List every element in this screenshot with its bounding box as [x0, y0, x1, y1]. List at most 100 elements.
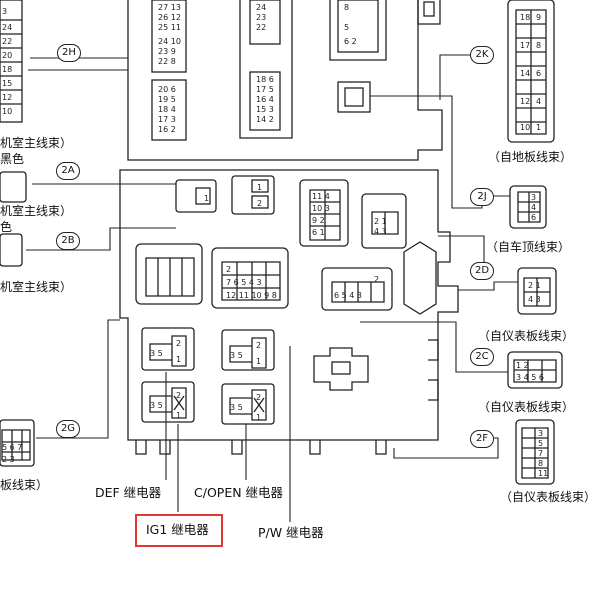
svg-text:6 1: 6 1: [312, 228, 325, 237]
svg-text:1: 1: [256, 357, 261, 366]
svg-text:4 3: 4 3: [374, 227, 387, 236]
svg-text:24: 24: [256, 3, 266, 12]
svg-text:1 2: 1 2: [516, 361, 529, 370]
svg-text:1: 1: [256, 413, 261, 422]
svg-text:9 2: 9 2: [312, 216, 325, 225]
svg-text:1: 1: [204, 194, 209, 203]
relay-label-ig1: IG1 继电器: [146, 522, 209, 537]
connector-large-center: [211, 247, 289, 309]
svg-text:2: 2: [226, 265, 231, 274]
svg-text:17 3: 17 3: [158, 115, 176, 124]
svg-text:10: 10: [2, 107, 12, 116]
left-connector-2H: [0, 0, 23, 123]
svg-text:16 4: 16 4: [256, 95, 274, 104]
harness-label-left-1-color: 黑色: [0, 152, 25, 166]
svg-text:1: 1: [176, 355, 181, 364]
svg-text:4: 4: [536, 97, 541, 106]
right-connector-2D: [517, 267, 557, 315]
relay-label-copen: C/OPEN 继电器: [194, 485, 284, 500]
connector-code-2H: 2H: [57, 44, 81, 62]
relay-label-pw: P/W 继电器: [258, 525, 324, 540]
svg-text:1: 1: [257, 183, 262, 192]
svg-text:11 4: 11 4: [312, 192, 330, 201]
svg-text:20 6: 20 6: [158, 85, 176, 94]
connector-square-right: [361, 193, 407, 249]
svg-text:2: 2: [256, 341, 261, 350]
svg-text:15: 15: [2, 79, 12, 88]
harness-label-2D: （自仪表板线束）: [478, 329, 575, 343]
harness-label-left-2-color: 色: [0, 220, 13, 234]
connector-code-2G: 2G: [56, 420, 80, 438]
svg-text:26 12: 26 12: [158, 13, 181, 22]
connector-large-left: [135, 243, 203, 305]
svg-text:15 3: 15 3: [256, 105, 274, 114]
relay-socket-def: [141, 327, 195, 371]
svg-text:14: 14: [520, 69, 530, 78]
relay-socket-pw: [221, 383, 275, 425]
relay-socket-ig1: [141, 381, 195, 423]
svg-text:18 6: 18 6: [256, 75, 274, 84]
svg-text:2: 2: [176, 391, 181, 400]
svg-text:10 3: 10 3: [312, 204, 330, 213]
svg-text:18: 18: [2, 65, 12, 74]
svg-text:1: 1: [176, 411, 181, 420]
connector-wide-right: [321, 267, 393, 311]
ig1-highlight-box: [135, 514, 223, 547]
connector-1pin: [175, 179, 217, 213]
harness-label-2K: （自地板线束）: [488, 150, 573, 164]
upper-block-outline: [127, 0, 443, 161]
svg-text:14 2: 14 2: [256, 115, 274, 124]
svg-text:11: 11: [538, 469, 548, 478]
svg-text:12: 12: [2, 93, 12, 102]
lower-block-outline: [119, 169, 459, 441]
svg-text:8: 8: [344, 3, 349, 12]
upper-connector-center: [249, 0, 281, 45]
svg-text:5: 5: [538, 439, 543, 448]
svg-text:17: 17: [520, 41, 530, 50]
svg-text:18: 18: [520, 13, 530, 22]
cross-part: [313, 347, 369, 391]
upper-connector-right: [337, 0, 379, 53]
svg-text:3: 3: [531, 193, 536, 202]
svg-text:22 8: 22 8: [158, 57, 176, 66]
svg-text:4: 4: [531, 203, 536, 212]
svg-text:12: 12: [520, 97, 530, 106]
svg-text:16 2: 16 2: [158, 125, 176, 134]
svg-text:2: 2: [374, 275, 379, 284]
svg-text:2 1: 2 1: [528, 281, 541, 290]
svg-text:2: 2: [176, 339, 181, 348]
svg-text:8: 8: [536, 41, 541, 50]
svg-text:17 5: 17 5: [256, 85, 274, 94]
svg-text:3 5: 3 5: [230, 351, 243, 360]
svg-text:1: 1: [536, 123, 541, 132]
connector-tall-right: [299, 179, 349, 247]
right-connector-2J: [509, 185, 547, 229]
upper-connector-center-2: [249, 71, 281, 131]
svg-text:24: 24: [2, 23, 12, 32]
svg-text:7 6 5 4 3: 7 6 5 4 3: [226, 278, 262, 287]
svg-text:8: 8: [538, 459, 543, 468]
left-connector-2A: [0, 171, 27, 203]
connector-2pin: [231, 175, 275, 215]
svg-text:25 11: 25 11: [158, 23, 181, 32]
upper-connector-left-2: [151, 79, 187, 141]
svg-text:2 3: 2 3: [2, 455, 15, 464]
svg-text:2: 2: [257, 199, 262, 208]
relay-socket-copen: [221, 329, 275, 371]
svg-text:3: 3: [2, 7, 7, 16]
left-connector-2G: [0, 419, 35, 467]
harness-label-left-4: 板线束）: [0, 478, 49, 492]
svg-text:6: 6: [531, 213, 536, 222]
svg-text:3 5: 3 5: [150, 349, 163, 358]
harness-label-2F: （自仪表板线束）: [500, 490, 597, 504]
connector-code-2D: 2D: [470, 262, 494, 280]
right-connector-2C: [507, 351, 563, 389]
upper-connector-left: [151, 0, 187, 73]
connector-code-2F: 2F: [470, 430, 494, 448]
svg-text:9: 9: [536, 13, 541, 22]
relay-label-def: DEF 继电器: [95, 485, 162, 500]
small-socket: [337, 81, 371, 113]
svg-text:18 4: 18 4: [158, 105, 176, 114]
harness-label-left-2: 机室主线束）: [0, 204, 73, 218]
